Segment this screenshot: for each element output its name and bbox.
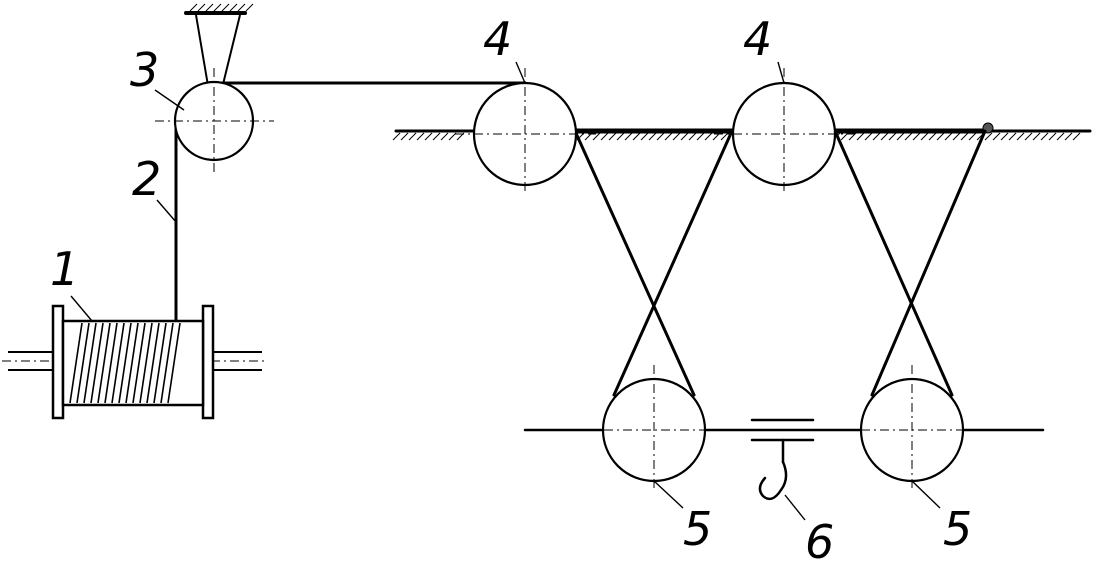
- hook: [750, 418, 815, 501]
- moving-pulley-left: [585, 365, 724, 490]
- label-rope: 2: [132, 152, 161, 206]
- rope: [174, 81, 987, 397]
- fixed-pulley-left: [455, 68, 596, 192]
- label-fixed-pulley-right: 4: [743, 12, 772, 66]
- label-moving-pulley-right: 5: [943, 502, 972, 556]
- fixed-pulley-right: [714, 68, 855, 192]
- label-drum: 1: [50, 242, 79, 296]
- leader-lines: [70, 61, 941, 521]
- rope-coils: [69, 322, 181, 404]
- winch-drum: [2, 304, 268, 420]
- label-fixed-pulley-left: 4: [483, 12, 512, 66]
- label-hook: 6: [805, 515, 834, 565]
- guide-pulley: [155, 68, 274, 176]
- moving-pulley-right: [842, 365, 982, 490]
- label-moving-pulley-left: 5: [683, 502, 712, 556]
- label-guide-pulley: 3: [130, 43, 159, 97]
